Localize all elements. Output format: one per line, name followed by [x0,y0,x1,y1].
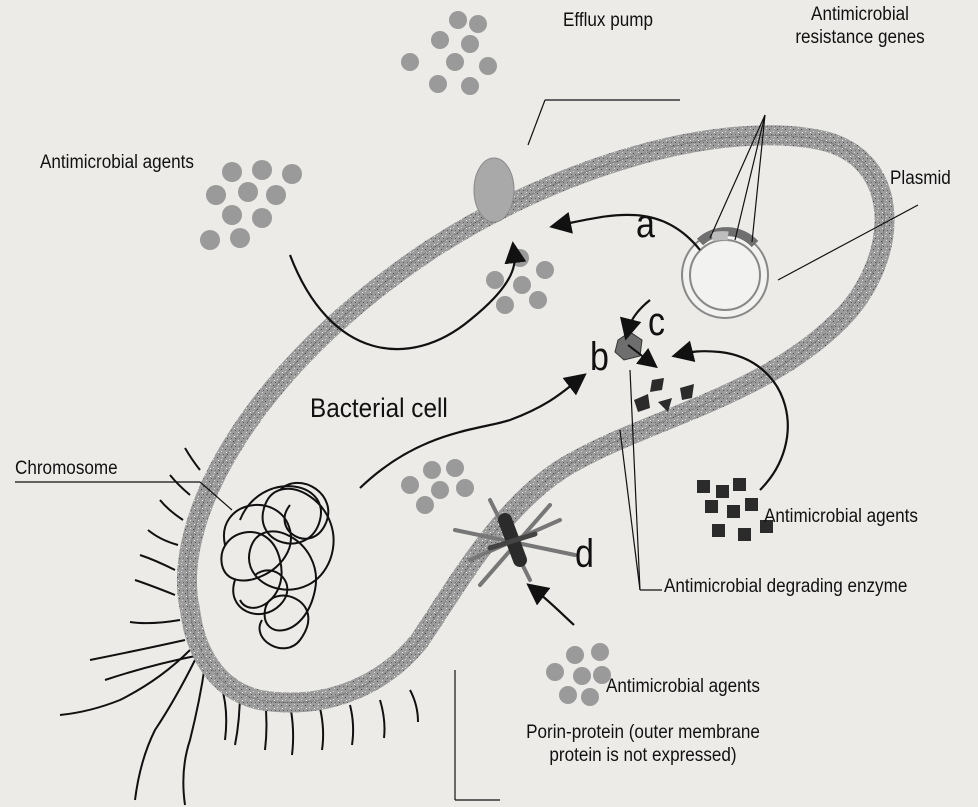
porin-protein-label: Porin-protein (outer membrane protein is… [495,722,792,768]
chromosome-label: Chromosome [15,458,118,481]
efflux-pump-label: Efflux pump [563,10,653,33]
antimicrobial-agents-bottom-label: Antimicrobial agents [606,676,760,699]
resistance-genes-label-line2: resistance genes [779,27,941,50]
cell-membrane [187,135,885,702]
resistance-genes-label: Antimicrobial resistance genes [779,4,941,50]
porin-label-line1: Porin-protein (outer membrane [495,722,792,745]
porin-label-line2: protein is not expressed) [495,745,792,768]
mechanism-d-letter: d [575,530,594,578]
resistance-genes-label-line1: Antimicrobial [779,4,941,27]
degrading-enzyme-label: Antimicrobial degrading enzyme [664,576,907,599]
leader-lines [15,100,918,800]
plasmid-label: Plasmid [890,168,951,191]
chromosome [221,483,333,648]
bacterial-cell-label: Bacterial cell [310,392,448,424]
efflux-pump [474,158,514,222]
antimicrobial-agents-right-label: Antimicrobial agents [764,506,918,529]
flagella [60,448,418,805]
mechanism-c-letter: c [648,298,665,346]
mechanism-a-letter: a [636,200,655,248]
antimicrobial-agents-top-label: Antimicrobial agents [40,152,194,175]
mechanism-b-letter: b [590,333,609,381]
